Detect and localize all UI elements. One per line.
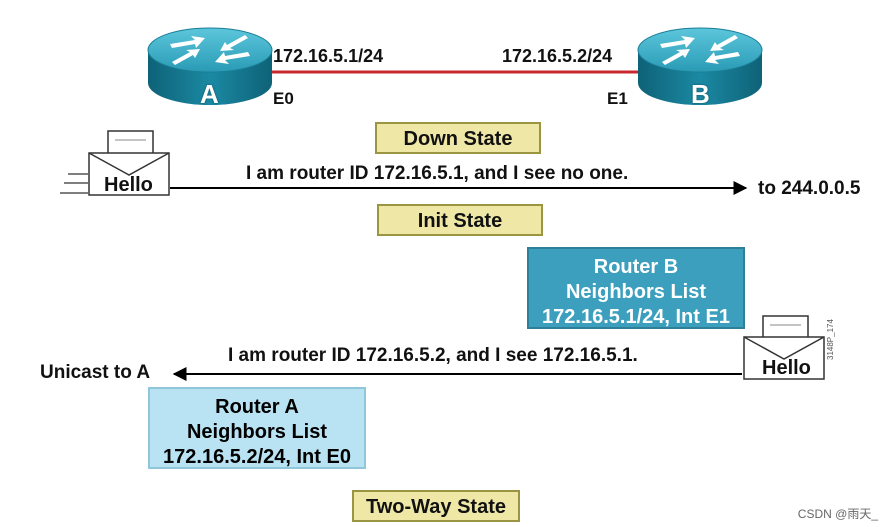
neighbors-a-entry: 172.16.5.2/24, Int E0 xyxy=(163,446,351,468)
router-b-label: B xyxy=(691,79,710,109)
router-a-label: A xyxy=(200,79,219,109)
footer-credit: CSDN @雨天_ xyxy=(797,507,878,521)
hello-1-message: I am router ID 172.16.5.1, and I see no … xyxy=(246,163,629,184)
router-b-icon[interactable] xyxy=(637,27,763,105)
init-state-box: Init State xyxy=(377,204,543,236)
hello-2-message: I am router ID 172.16.5.2, and I see 172… xyxy=(228,345,638,366)
neighbors-b-title: Router B xyxy=(593,256,679,278)
hello-2-destination: Unicast to A xyxy=(40,362,151,383)
hello-1-destination: to 244.0.0.5 xyxy=(758,178,861,199)
router-a-icon[interactable] xyxy=(147,27,273,105)
neighbors-b-subtitle: Neighbors List xyxy=(565,281,706,303)
neighbors-a-title: Router A xyxy=(215,396,299,418)
router-a-interface: E0 xyxy=(273,89,294,108)
hello-envelope-1 xyxy=(60,130,170,196)
down-state-box: Down State xyxy=(375,122,541,154)
two-way-state-box: Two-Way State xyxy=(352,490,520,522)
router-b-interface: E1 xyxy=(607,89,628,108)
neighbors-b-entry: 172.16.5.1/24, Int E1 xyxy=(542,306,730,328)
router-b-ip: 172.16.5.2/24 xyxy=(502,46,613,66)
hello-2-label: Hello xyxy=(762,357,811,379)
hello-2-side-code: 3148P_174 xyxy=(826,319,835,360)
hello-1-label: Hello xyxy=(104,174,153,196)
router-b-neighbors-list: Router B Neighbors List 172.16.5.1/24, I… xyxy=(527,247,745,329)
router-a-neighbors-list: Router A Neighbors List 172.16.5.2/24, I… xyxy=(148,387,366,469)
neighbors-a-subtitle: Neighbors List xyxy=(186,421,327,443)
router-a-ip: 172.16.5.1/24 xyxy=(273,46,384,66)
hello-envelope-2 xyxy=(743,315,825,380)
